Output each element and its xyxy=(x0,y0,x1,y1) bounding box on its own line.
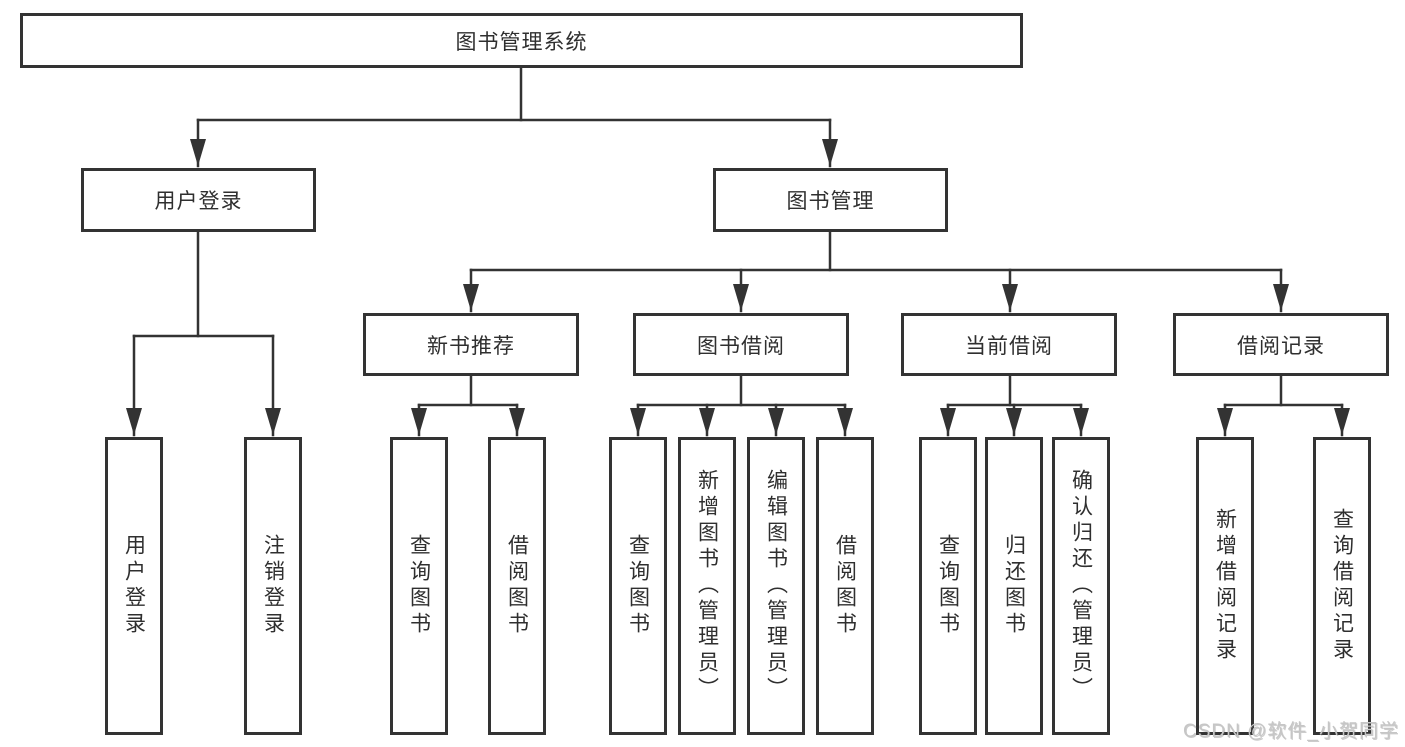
node-borrow-records: 借阅记录 xyxy=(1173,313,1389,376)
node-current-borrow-label: 当前借阅 xyxy=(965,334,1053,358)
leaf-borrow-book-1-label: 借阅图书 xyxy=(505,534,529,638)
leaf-edit-book-admin: 编辑图书（管理员） xyxy=(747,437,805,735)
leaf-logout-label: 注销登录 xyxy=(261,534,285,638)
leaf-return-book: 归还图书 xyxy=(985,437,1043,735)
leaf-query-book-3: 查询图书 xyxy=(919,437,977,735)
leaf-borrow-book-2: 借阅图书 xyxy=(816,437,874,735)
node-root: 图书管理系统 xyxy=(20,13,1023,68)
leaf-add-book-admin-label: 新增图书（管理员） xyxy=(695,469,719,703)
node-new-book-recommend: 新书推荐 xyxy=(363,313,579,376)
node-borrow-records-label: 借阅记录 xyxy=(1237,334,1325,358)
leaf-return-book-label: 归还图书 xyxy=(1002,534,1026,638)
leaf-user-login-label: 用户登录 xyxy=(122,534,146,638)
leaf-query-borrow-record: 查询借阅记录 xyxy=(1313,437,1371,735)
leaf-confirm-return-admin: 确认归还（管理员） xyxy=(1052,437,1110,735)
leaf-add-borrow-record: 新增借阅记录 xyxy=(1196,437,1254,735)
node-book-borrow-label: 图书借阅 xyxy=(697,334,785,358)
leaf-confirm-return-admin-label: 确认归还（管理员） xyxy=(1069,469,1093,703)
node-current-borrow: 当前借阅 xyxy=(901,313,1117,376)
leaf-add-book-admin: 新增图书（管理员） xyxy=(678,437,736,735)
leaf-add-borrow-record-label: 新增借阅记录 xyxy=(1213,508,1237,664)
leaf-user-login: 用户登录 xyxy=(105,437,163,735)
node-book-management: 图书管理 xyxy=(713,168,948,232)
csdn-watermark: CSDN @软件_小贺同学 xyxy=(1183,721,1399,742)
leaf-logout: 注销登录 xyxy=(244,437,302,735)
node-user-login: 用户登录 xyxy=(81,168,316,232)
leaf-edit-book-admin-label: 编辑图书（管理员） xyxy=(764,469,788,703)
leaf-query-book-3-label: 查询图书 xyxy=(936,534,960,638)
node-book-borrow: 图书借阅 xyxy=(633,313,849,376)
leaf-query-book-1: 查询图书 xyxy=(390,437,448,735)
leaf-query-book-2-label: 查询图书 xyxy=(626,534,650,638)
leaf-query-book-1-label: 查询图书 xyxy=(407,534,431,638)
node-book-management-label: 图书管理 xyxy=(786,190,875,213)
node-root-label: 图书管理系统 xyxy=(455,30,588,54)
node-new-book-recommend-label: 新书推荐 xyxy=(427,334,515,358)
leaf-query-borrow-record-label: 查询借阅记录 xyxy=(1330,508,1354,664)
leaf-query-book-2: 查询图书 xyxy=(609,437,667,735)
node-user-login-label: 用户登录 xyxy=(154,190,243,213)
leaf-borrow-book-2-label: 借阅图书 xyxy=(833,534,857,638)
leaf-borrow-book-1: 借阅图书 xyxy=(488,437,546,735)
